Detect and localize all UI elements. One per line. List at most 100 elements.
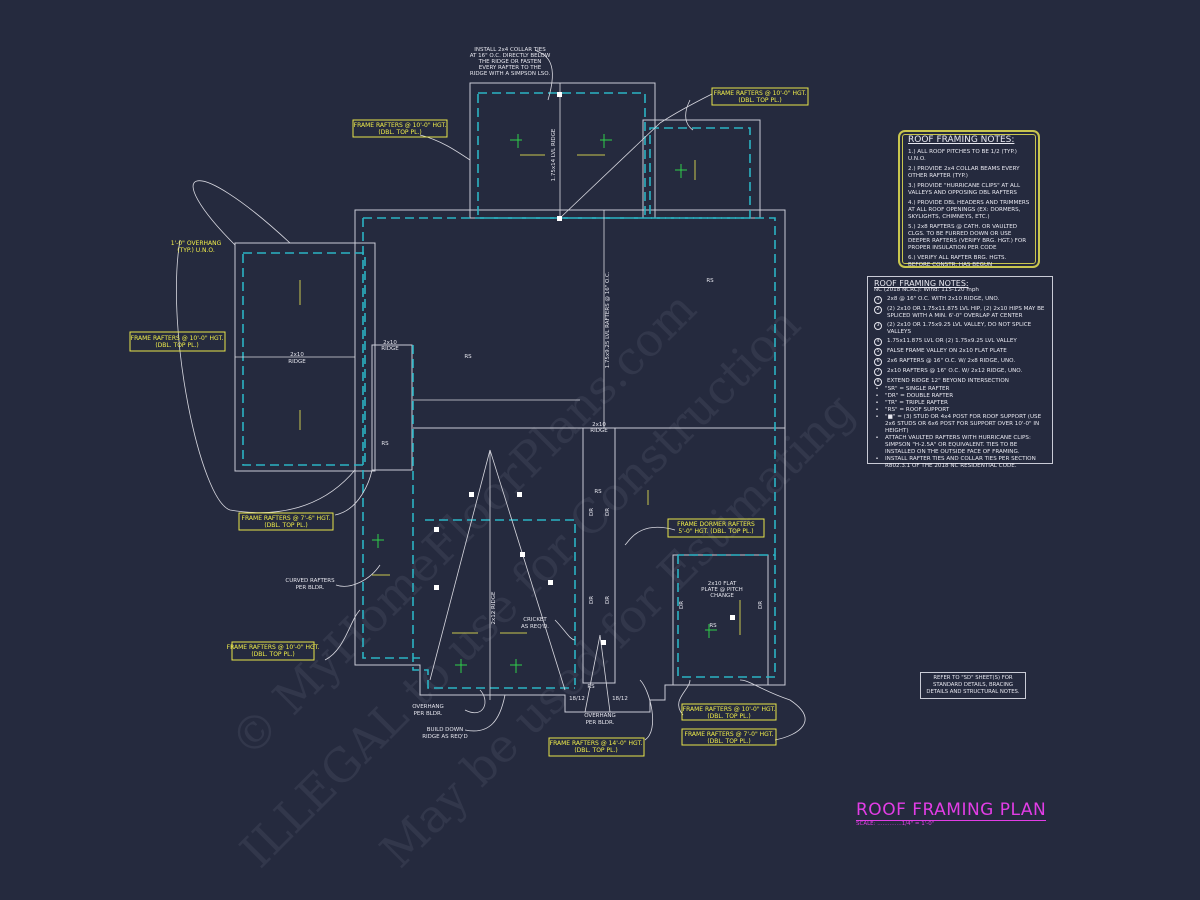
svg-text:(DBL. TOP PL.): (DBL. TOP PL.) bbox=[574, 747, 617, 754]
callout-frame-10-top-right: FRAME RAFTERS @ 10'-0" HGT. (DBL. TOP PL… bbox=[711, 87, 809, 106]
svg-text:1.75x9.25 LVL RAFTERS @ 16" O.: 1.75x9.25 LVL RAFTERS @ 16" O.C. bbox=[605, 271, 611, 368]
svg-text:CRICKET: CRICKET bbox=[523, 617, 547, 623]
number-circle-icon: 5 bbox=[874, 348, 882, 356]
note-item: 2.) PROVIDE 2x4 COLLAR BEAMS EVERY OTHER… bbox=[908, 166, 1022, 179]
callout-frame-10-bottom-right: FRAME RAFTERS @ 10'-0" HGT. (DBL. TOP PL… bbox=[681, 703, 777, 721]
roof-supports bbox=[434, 92, 735, 645]
svg-text:PER BLDR.: PER BLDR. bbox=[296, 585, 325, 591]
bullet-icon: • bbox=[875, 386, 879, 392]
legend-text: "RS" = ROOF SUPPORT bbox=[885, 407, 950, 413]
svg-text:PLATE @ PITCH: PLATE @ PITCH bbox=[701, 587, 743, 593]
svg-text:DR: DR bbox=[758, 601, 764, 609]
svg-text:2x10: 2x10 bbox=[592, 422, 606, 428]
bullet-icon: • bbox=[875, 414, 879, 420]
legend-text: 2x6 RAFTERS @ 16" O.C. W/ 2x8 RIDGE, UNO… bbox=[887, 358, 1016, 364]
svg-text:1.75x14 LVL RIDGE: 1.75x14 LVL RIDGE bbox=[551, 128, 557, 181]
callout-frame-7-0: FRAME RAFTERS @ 7'-0" HGT. (DBL. TOP PL.… bbox=[681, 728, 777, 746]
svg-text:(DBL. TOP PL.): (DBL. TOP PL.) bbox=[707, 738, 750, 745]
legend-text: INSTALL RAFTER TIES AND COLLAR TIES PER … bbox=[885, 456, 1038, 469]
note-item: 5.) 2x8 RAFTERS @ CATH. OR VAULTED CLGS.… bbox=[908, 224, 1028, 251]
legend-text: 2x10 RAFTERS @ 16" O.C. W/ 2x12 RIDGE, U… bbox=[887, 368, 1023, 374]
svg-text:RS: RS bbox=[709, 623, 717, 629]
note-item: 4.) PROVIDE DBL HEADERS AND TRIMMERS AT … bbox=[908, 200, 1032, 220]
legend-bullet: •INSTALL RAFTER TIES AND COLLAR TIES PER… bbox=[874, 456, 1046, 470]
note-item: 6.) VERIFY ALL RAFTER BRG. HGTS. BEFORE … bbox=[908, 255, 1009, 268]
legend-text: 1.75x11.875 LVL OR (2) 1.75x9.25 LVL VAL… bbox=[887, 338, 1017, 344]
bullet-icon: • bbox=[875, 393, 879, 399]
pitch-symbols bbox=[372, 134, 717, 673]
callout-frame-14: FRAME RAFTERS @ 14'-0" HGT. (DBL. TOP PL… bbox=[548, 737, 645, 757]
legend-text: "TR" = TRIPLE RAFTER bbox=[885, 400, 948, 406]
svg-text:18/12: 18/12 bbox=[612, 696, 628, 702]
svg-text:FRAME DORMER RAFTERS: FRAME DORMER RAFTERS bbox=[677, 521, 755, 528]
svg-text:2x10: 2x10 bbox=[290, 352, 304, 358]
legend-text: FALSE FRAME VALLEY ON 2x10 FLAT PLATE bbox=[887, 348, 1007, 354]
svg-text:RS: RS bbox=[464, 354, 472, 360]
plan-annotations: 1'-0" OVERHANG (TYP.) U.N.O. CURVED RAFT… bbox=[171, 128, 764, 740]
svg-text:DR: DR bbox=[605, 596, 611, 604]
svg-text:18/12: 18/12 bbox=[569, 696, 585, 702]
svg-text:FRAME RAFTERS @ 7'-0" HGT.: FRAME RAFTERS @ 7'-0" HGT. bbox=[685, 731, 774, 738]
bullet-icon: • bbox=[875, 407, 879, 413]
number-circle-icon: 6 bbox=[874, 358, 882, 366]
legend-bullet: •ATTACH VAULTED RAFTERS WITH HURRICANE C… bbox=[874, 435, 1046, 456]
callout-frame-10-bottom-left: FRAME RAFTERS @ 10'-0" HGT. (DBL. TOP PL… bbox=[227, 641, 319, 661]
legend-item: 3(2) 2x10 OR 1.75x9.25 LVL VALLEY, DO NO… bbox=[874, 322, 1046, 336]
legend-bullet: • "SR" = SINGLE RAFTER bbox=[874, 386, 1046, 393]
svg-text:FRAME RAFTERS @ 10'-0" HGT.: FRAME RAFTERS @ 10'-0" HGT. bbox=[131, 335, 224, 342]
svg-text:FRAME RAFTERS @ 10'-0" HGT.: FRAME RAFTERS @ 10'-0" HGT. bbox=[683, 706, 776, 713]
legend-bullet: • "TR" = TRIPLE RAFTER bbox=[874, 400, 1046, 407]
number-circle-icon: 7 bbox=[874, 368, 882, 376]
svg-text:2x12 RIDGE: 2x12 RIDGE bbox=[491, 591, 497, 624]
rafter-arrows bbox=[299, 154, 741, 635]
legend-item: 7 2x10 RAFTERS @ 16" O.C. W/ 2x12 RIDGE, … bbox=[874, 368, 1046, 376]
legend-text: (2) 2x10 OR 1.75x11.875 LVL HIP, (2) 2x1… bbox=[887, 306, 1047, 319]
svg-text:CURVED RAFTERS: CURVED RAFTERS bbox=[285, 578, 335, 584]
svg-text:(DBL. TOP PL.): (DBL. TOP PL.) bbox=[264, 522, 307, 529]
svg-text:(DBL. TOP PL.): (DBL. TOP PL.) bbox=[251, 651, 294, 658]
legend-item: 2(2) 2x10 OR 1.75x11.875 LVL HIP, (2) 2x… bbox=[874, 306, 1046, 320]
legend-item: 5 FALSE FRAME VALLEY ON 2x10 FLAT PLATE bbox=[874, 348, 1046, 356]
dashed-top-plate bbox=[242, 92, 776, 689]
framing-lines bbox=[176, 49, 806, 741]
number-circle-icon: 1 bbox=[874, 296, 882, 304]
svg-text:RIDGE WITH A SIMPSON LSO.: RIDGE WITH A SIMPSON LSO. bbox=[470, 71, 550, 77]
svg-text:2x10 FLAT: 2x10 FLAT bbox=[708, 581, 737, 587]
legend-item: 1 2x8 @ 16" O.C. WITH 2x10 RIDGE, UNO. bbox=[874, 296, 1046, 304]
number-circle-icon: 8 bbox=[874, 378, 882, 386]
svg-text:RIDGE: RIDGE bbox=[288, 359, 306, 365]
svg-text:(DBL. TOP PL.): (DBL. TOP PL.) bbox=[707, 713, 750, 720]
legend-text: 2x8 @ 16" O.C. WITH 2x10 RIDGE, UNO. bbox=[887, 296, 1000, 302]
callout-frame-7-6: FRAME RAFTERS @ 7'-6" HGT. (DBL. TOP PL.… bbox=[238, 512, 334, 531]
svg-text:(DBL. TOP PL.): (DBL. TOP PL.) bbox=[155, 342, 198, 349]
svg-text:DR: DR bbox=[679, 601, 685, 609]
bullet-icon: • bbox=[875, 400, 879, 406]
callout-frame-10-left: FRAME RAFTERS @ 10'-0" HGT. (DBL. TOP PL… bbox=[129, 331, 226, 352]
callout-frame-10-top-left: FRAME RAFTERS @ 10'-0" HGT. (DBL. TOP PL… bbox=[352, 119, 448, 138]
svg-text:2x10: 2x10 bbox=[383, 340, 397, 346]
legend-bullet: • "RS" = ROOF SUPPORT bbox=[874, 407, 1046, 414]
svg-text:BUILD DOWN: BUILD DOWN bbox=[427, 727, 464, 733]
refer-note: REFER TO "SD" SHEET(S) FOR STANDARD DETA… bbox=[920, 672, 1026, 699]
legend-item: 6 2x6 RAFTERS @ 16" O.C. W/ 2x8 RIDGE, UN… bbox=[874, 358, 1046, 366]
legend-text: "DR" = DOUBLE RAFTER bbox=[885, 393, 954, 399]
svg-text:CHANGE: CHANGE bbox=[710, 593, 734, 599]
svg-text:DR: DR bbox=[589, 596, 595, 604]
collar-ties-note: INSTALL 2x4 COLLAR TIES AT 16" O.C. DIRE… bbox=[470, 47, 551, 77]
svg-text:RIDGE AS REQ'D: RIDGE AS REQ'D bbox=[422, 734, 468, 740]
legend-bullet: • "DR" = DOUBLE RAFTER bbox=[874, 393, 1046, 400]
svg-text:5'-0" HGT. (DBL. TOP PL.): 5'-0" HGT. (DBL. TOP PL.) bbox=[678, 528, 753, 535]
svg-text:(TYP.) U.N.O.: (TYP.) U.N.O. bbox=[177, 247, 215, 254]
legend-text: "SR" = SINGLE RAFTER bbox=[885, 386, 950, 392]
svg-text:INSTALL 2x4 COLLAR TIES: INSTALL 2x4 COLLAR TIES bbox=[474, 47, 546, 53]
svg-text:THE RIDGE OR FASTEN: THE RIDGE OR FASTEN bbox=[478, 59, 542, 65]
notes-subtitle: NC (2018 NCRC): Wind: 115-120 mph bbox=[874, 287, 979, 293]
svg-text:RS: RS bbox=[587, 684, 595, 690]
svg-text:FRAME RAFTERS @ 10'-0" HGT.: FRAME RAFTERS @ 10'-0" HGT. bbox=[354, 122, 447, 129]
notes-title: ROOF FRAMING NOTES: bbox=[874, 279, 969, 288]
svg-text:PER BLDR.: PER BLDR. bbox=[586, 720, 615, 726]
svg-text:PER BLDR.: PER BLDR. bbox=[414, 711, 443, 717]
svg-text:(DBL. TOP PL.): (DBL. TOP PL.) bbox=[378, 129, 421, 136]
